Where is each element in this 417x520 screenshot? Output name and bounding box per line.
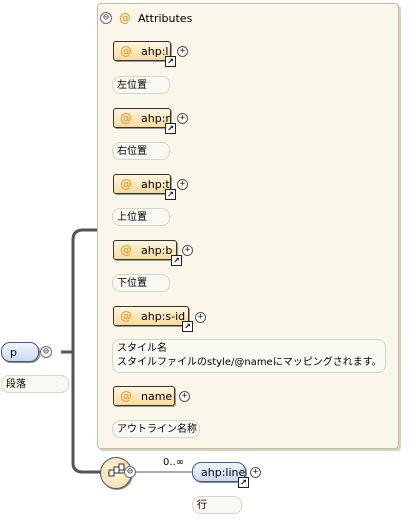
attribute-ahp-b[interactable]: @ ahp:b bbox=[113, 240, 177, 260]
at-icon: @ bbox=[120, 177, 132, 191]
attribute-name: ahp:l bbox=[141, 44, 169, 58]
attribute-name: name bbox=[141, 389, 173, 403]
element-documentation: 行 bbox=[192, 496, 242, 514]
attribute-documentation: 上位置 bbox=[112, 208, 170, 226]
reference-arrow-icon: ↗ bbox=[165, 56, 176, 67]
attributes-group: ⊖ @ Attributes bbox=[97, 3, 399, 449]
collapse-icon[interactable]: ⊖ bbox=[40, 346, 52, 358]
sequence-icon bbox=[108, 463, 125, 477]
element-name: ahp:line bbox=[201, 465, 246, 479]
at-icon: @ bbox=[119, 11, 131, 25]
reference-arrow-icon: ↗ bbox=[165, 189, 176, 200]
at-icon: @ bbox=[120, 44, 132, 58]
attributes-connector bbox=[71, 228, 97, 352]
at-icon: @ bbox=[120, 111, 132, 125]
attribute-documentation: スタイル名 スタイルファイルのstyle/@nameにマッピングされます。 bbox=[112, 339, 386, 373]
expand-icon[interactable]: + bbox=[250, 467, 261, 478]
expand-icon[interactable]: + bbox=[195, 312, 206, 323]
element-p[interactable]: p bbox=[1, 342, 39, 362]
reference-arrow-icon: ↗ bbox=[165, 123, 176, 134]
expand-icon[interactable]: + bbox=[177, 113, 188, 124]
child-cardinality: 0..∞ bbox=[163, 457, 185, 468]
at-icon: @ bbox=[120, 389, 132, 403]
expand-icon[interactable]: + bbox=[177, 46, 188, 57]
attribute-documentation: 下位置 bbox=[112, 274, 170, 292]
documentation-line-1: スタイル名 bbox=[117, 343, 167, 354]
reference-arrow-icon: ↗ bbox=[182, 321, 193, 332]
attributes-group-title: Attributes bbox=[138, 11, 193, 25]
documentation-line-2: スタイルファイルのstyle/@nameにマッピングされます。 bbox=[117, 357, 382, 368]
attribute-ahp-t[interactable]: @ ahp:t bbox=[113, 174, 171, 194]
attribute-documentation: 左位置 bbox=[112, 76, 170, 94]
attribute-ahp-r[interactable]: @ ahp:r bbox=[113, 108, 171, 128]
element-documentation: 段落 bbox=[1, 375, 69, 393]
attribute-name: ahp:s-id bbox=[141, 309, 186, 323]
attribute-ahp-s-id[interactable]: @ ahp:s-id bbox=[113, 306, 189, 326]
at-icon: @ bbox=[120, 243, 132, 257]
expand-icon[interactable]: + bbox=[179, 391, 190, 402]
expand-icon[interactable]: + bbox=[182, 245, 193, 256]
at-icon: @ bbox=[120, 309, 132, 323]
attribute-documentation: アウトライン名称 bbox=[112, 420, 200, 438]
collapse-icon[interactable]: ⊖ bbox=[124, 466, 136, 478]
attribute-name-box[interactable]: @ name bbox=[113, 386, 175, 406]
attributes-group-header: ⊖ @ Attributes bbox=[100, 10, 192, 26]
reference-arrow-icon: ↗ bbox=[238, 477, 249, 488]
attribute-name: ahp:r bbox=[141, 111, 170, 125]
element-ahp-line[interactable]: ahp:line bbox=[192, 462, 246, 482]
attribute-documentation: 右位置 bbox=[112, 142, 170, 160]
attribute-ahp-l[interactable]: @ ahp:l bbox=[113, 41, 171, 61]
reference-arrow-icon: ↗ bbox=[171, 255, 182, 266]
expand-icon[interactable]: + bbox=[177, 179, 188, 190]
attribute-name: ahp:t bbox=[141, 177, 170, 191]
collapse-icon[interactable]: ⊖ bbox=[100, 12, 112, 24]
attribute-name: ahp:b bbox=[141, 243, 173, 257]
element-name: p bbox=[10, 345, 17, 359]
